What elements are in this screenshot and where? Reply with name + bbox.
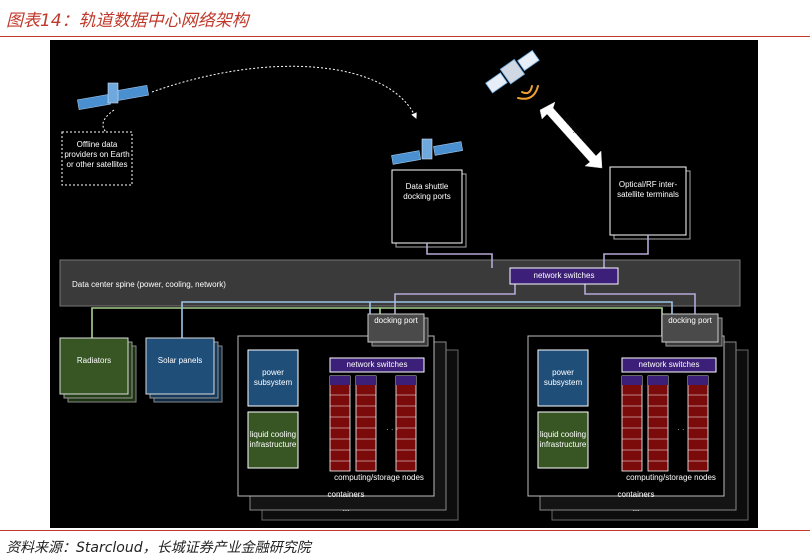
- signal-waves-icon: [517, 85, 539, 100]
- title-rule: [0, 36, 810, 37]
- svg-text:· · ·: · · ·: [386, 425, 398, 434]
- module-right: · · ·: [527, 313, 749, 521]
- optical-terminals-box: [609, 166, 691, 240]
- nodes-label: computing/storage nodes: [334, 473, 424, 482]
- cooling-label: liquid cooling infrastructure: [249, 430, 297, 449]
- radiators-label: Radiators: [76, 356, 112, 365]
- cooling-label: liquid cooling infrastructure: [539, 430, 587, 449]
- offline-providers-label: Offline data providers on Earth or other…: [64, 140, 130, 169]
- containers-label: containers: [327, 490, 365, 499]
- figure-source: 资料来源：Starcloud，长城证券产业金融研究院: [6, 540, 311, 556]
- power-subsystem-label: power subsystem: [253, 368, 293, 387]
- module-left: · · ·: [237, 313, 459, 521]
- solar-panels-label: Solar panels: [157, 356, 203, 365]
- spine-switch-box: [509, 267, 619, 285]
- nodes-label: computing/storage nodes: [626, 473, 716, 482]
- satellite-icon: [485, 49, 540, 94]
- docking-port-label: docking port: [668, 316, 712, 325]
- transfer-arc: [151, 65, 417, 119]
- spine-bar: [59, 259, 741, 307]
- data-shuttle-box: [391, 169, 467, 248]
- spine-switches-label: network switches: [533, 271, 595, 280]
- source-rule: [0, 530, 810, 531]
- power-subsystem-label: power subsystem: [543, 368, 583, 387]
- ellipsis-label: ...: [632, 504, 640, 513]
- rf-optical-arrow: [539, 101, 603, 169]
- satellite-icon: [391, 138, 464, 165]
- offline-providers-box: [61, 131, 133, 186]
- spine-label: Data center spine (power, cooling, netwo…: [72, 280, 226, 289]
- module-switches-label: network switches: [638, 360, 700, 369]
- svg-text:· · ·: · · ·: [677, 425, 689, 434]
- figure-title: 图表14：轨道数据中心网络架构: [6, 11, 249, 31]
- solar-panels-box: [145, 337, 223, 403]
- radiators-box: [59, 337, 137, 403]
- docking-port-label: docking port: [374, 316, 418, 325]
- ellipsis-label: ...: [342, 504, 350, 513]
- architecture-diagram: · · · · · ·: [59, 49, 749, 521]
- diagram-canvas: · · · · · ·: [50, 40, 758, 528]
- module-switches-label: network switches: [346, 360, 408, 369]
- containers-label: containers: [617, 490, 655, 499]
- data-shuttle-label: Data shuttle docking ports: [403, 182, 451, 201]
- optical-terminals-label: Optical/RF inter-satellite terminals: [617, 180, 679, 199]
- satellite-icon: [77, 82, 149, 111]
